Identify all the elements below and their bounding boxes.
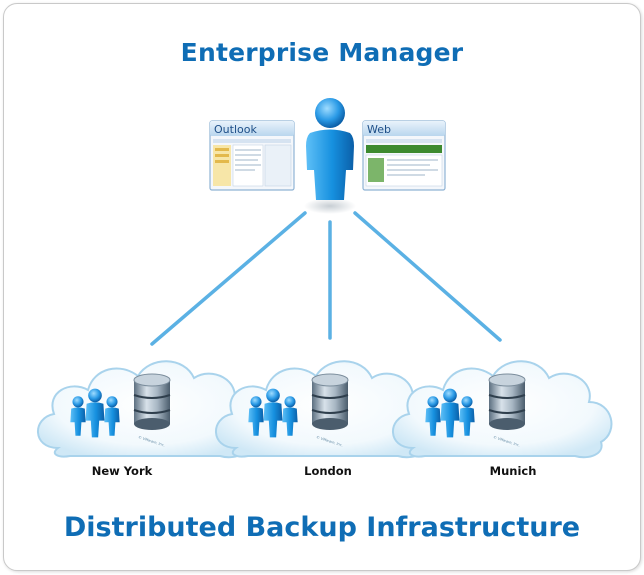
diagram-title: Enterprise Manager — [180, 38, 464, 67]
database-icon — [311, 373, 349, 431]
outlook-window-label: Outlook — [214, 123, 257, 136]
site-new-york: © VMware, Inc. New York — [36, 360, 258, 478]
site-label-munich: Munich — [490, 464, 537, 478]
site-london: © VMware, Inc. London — [214, 360, 436, 478]
web-window-icon: Web — [362, 120, 446, 191]
outlook-window-icon: Outlook — [209, 120, 295, 191]
connector-munich — [353, 211, 502, 342]
connector-new-york — [150, 211, 307, 346]
database-icon — [133, 373, 171, 431]
site-munich: © VMware, Inc. Munich — [391, 360, 613, 478]
connector-lines — [150, 211, 502, 346]
site-label-new-york: New York — [92, 464, 153, 478]
diagram-footer: Distributed Backup Infrastructure — [63, 512, 581, 543]
web-window-label: Web — [367, 123, 391, 136]
database-icon — [488, 373, 526, 431]
person-icon — [304, 98, 356, 214]
diagram-frame — [3, 3, 641, 571]
site-label-london: London — [304, 464, 352, 478]
